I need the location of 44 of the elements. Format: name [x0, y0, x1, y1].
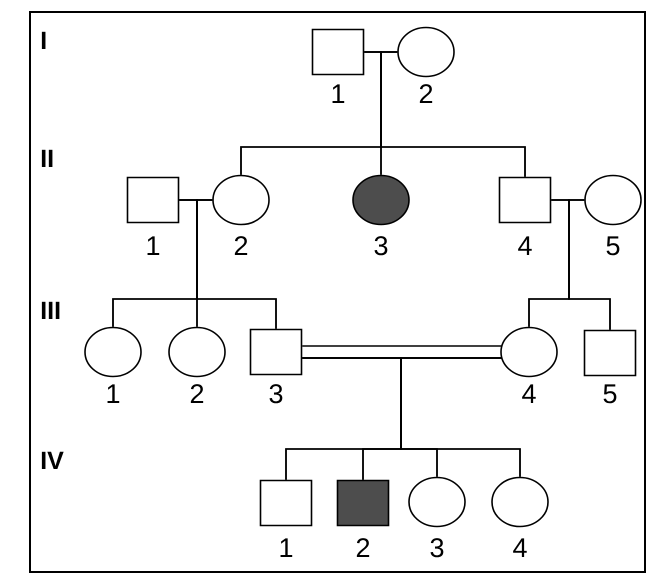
member-number: 2: [190, 384, 204, 403]
square-symbol: [126, 176, 180, 224]
member-number: 4: [518, 236, 532, 255]
circle-symbol: [84, 326, 142, 378]
member-number: 5: [606, 236, 620, 256]
member-number: 2: [420, 84, 432, 103]
mating-line: [302, 357, 502, 359]
mating-line: [364, 51, 398, 53]
circle-symbol: [584, 174, 642, 226]
square-symbol: [250, 328, 302, 376]
generation-label: I: [42, 32, 46, 49]
member-number: 2: [356, 538, 370, 557]
circle-symbol: [491, 476, 549, 528]
member-number: 1: [148, 236, 160, 255]
circle-symbol: [168, 326, 226, 378]
circle-symbol: [500, 326, 558, 378]
member-number: 1: [280, 538, 292, 557]
member-number: 4: [513, 538, 527, 557]
square-symbol: [498, 176, 552, 224]
square-symbol: [584, 330, 636, 376]
generation-label: II: [42, 150, 52, 167]
circle-symbol: [408, 476, 466, 528]
member-number: 1: [108, 384, 120, 403]
descent-line: [196, 199, 277, 329]
member-number: 5: [604, 384, 616, 404]
member-number: 3: [270, 384, 282, 404]
circle-symbol: [352, 174, 410, 226]
member-number: 2: [234, 236, 248, 255]
member-number: 3: [374, 236, 388, 256]
mating-line: [302, 345, 502, 347]
square-symbol: [312, 28, 364, 76]
member-number: 4: [522, 384, 536, 403]
member-number: 1: [332, 84, 344, 103]
mating-line: [179, 199, 212, 201]
circle-symbol: [397, 26, 455, 78]
square-symbol: [336, 480, 390, 526]
square-symbol: [260, 480, 312, 526]
descent-line: [400, 357, 521, 477]
generation-label: III: [42, 302, 60, 319]
descent-line: [568, 199, 611, 330]
member-number: 3: [430, 538, 444, 558]
mating-line: [551, 199, 584, 201]
generation-label: IV: [42, 452, 64, 469]
circle-symbol: [212, 174, 270, 226]
